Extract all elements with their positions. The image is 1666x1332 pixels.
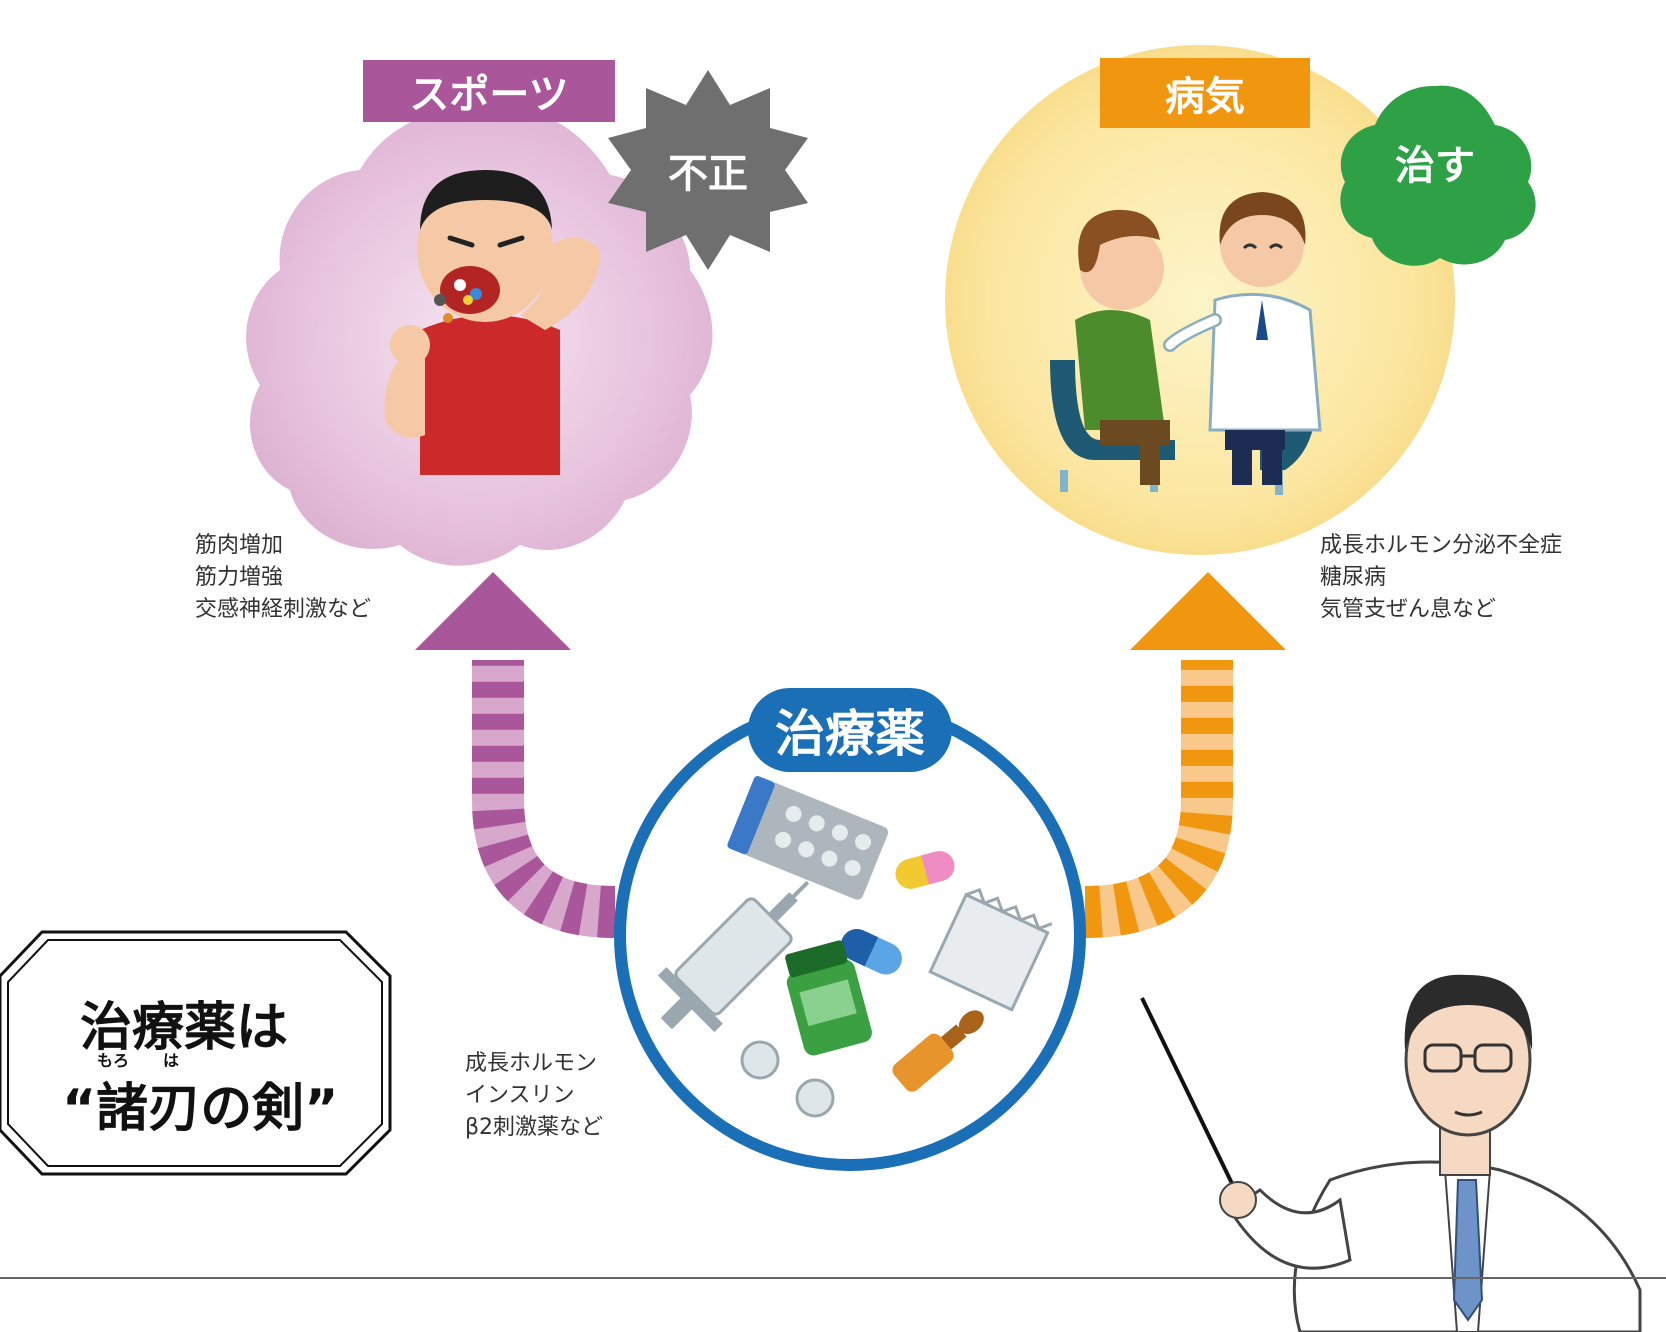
cure-badge-shape xyxy=(1340,85,1536,266)
medicine-label: 治療薬 xyxy=(748,688,952,772)
close-quote-mark: ” xyxy=(304,1079,339,1139)
drug-example-item: β2刺激薬など xyxy=(465,1115,604,1140)
drug-example-item: 成長ホルモン xyxy=(465,1051,598,1076)
illness-condition-item: 気管支ぜん息など xyxy=(1320,597,1497,622)
open-quote-mark: “ xyxy=(62,1079,97,1139)
drug-examples-list: 成長ホルモン インスリン β2刺激薬など xyxy=(465,1048,603,1144)
callout-title-line1: 治療薬は xyxy=(80,998,289,1058)
sports-arrow xyxy=(415,572,616,938)
professor-illustration xyxy=(1140,974,1642,1332)
sports-effect-item: 交感神経刺激など xyxy=(195,597,372,622)
callout-frame xyxy=(0,930,392,1176)
sports-effect-item: 筋肉増加 xyxy=(195,533,284,558)
foul-badge-shape xyxy=(608,70,808,270)
illness-condition-item: 糖尿病 xyxy=(1320,565,1387,590)
bodybuilder-illustration xyxy=(384,170,600,475)
illness-condition-item: 成長ホルモン分泌不全症 xyxy=(1320,533,1563,558)
illness-conditions-list: 成長ホルモン分泌不全症 糖尿病 気管支ぜん息など xyxy=(1320,530,1562,626)
sports-effects-list: 筋肉増加 筋力増強 交感神経刺激など xyxy=(195,530,371,626)
illness-label: 病気 xyxy=(1100,58,1310,128)
sports-effect-item: 筋力増強 xyxy=(195,565,284,590)
callout-phrase: 諸刃の剣 xyxy=(96,1079,305,1139)
callout-ruby-moro: もろ xyxy=(97,1051,130,1070)
callout-ruby-ha: は xyxy=(163,1051,180,1070)
drug-example-item: インスリン xyxy=(465,1083,575,1108)
sports-label: スポーツ xyxy=(363,60,615,122)
foul-badge-text: 不正 xyxy=(668,151,748,197)
illness-arrow xyxy=(1084,572,1286,938)
medicine-items-illustration xyxy=(657,776,1053,1118)
cure-badge-text: 治す xyxy=(1395,143,1475,189)
doctor-patient-illustration xyxy=(1050,192,1322,495)
callout-title-line2: “諸刃の剣” xyxy=(62,1066,338,1141)
